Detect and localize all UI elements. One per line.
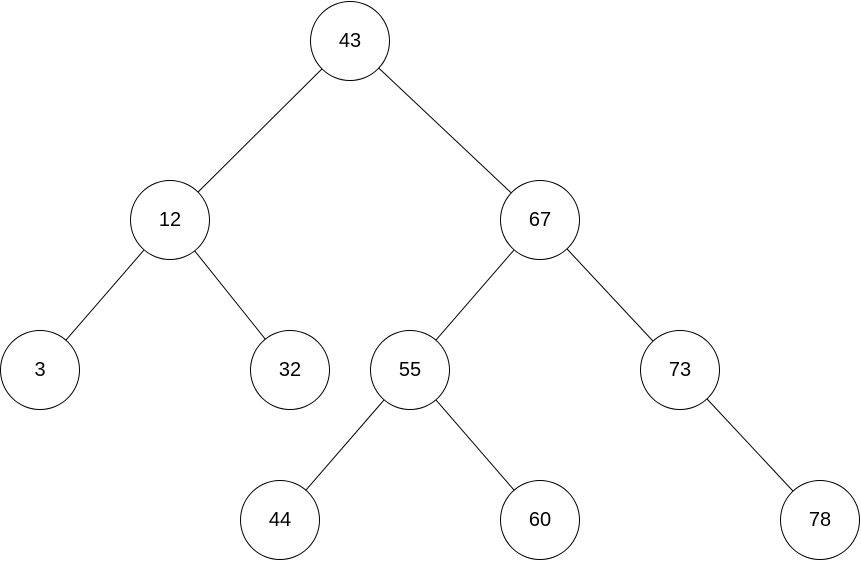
tree-node-12: 12	[130, 180, 210, 260]
node-label: 12	[159, 209, 181, 231]
node-circle	[640, 330, 720, 410]
node-label: 32	[279, 359, 301, 381]
tree-node-55: 55	[370, 330, 450, 410]
node-circle	[370, 330, 450, 410]
tree-node-32: 32	[250, 330, 330, 410]
tree-node-43: 43	[310, 1, 390, 81]
tree-node-60: 60	[500, 480, 580, 560]
edges	[65, 67, 794, 492]
node-circle	[500, 480, 580, 560]
edge-n55-n60	[435, 399, 515, 491]
node-label: 73	[669, 359, 691, 381]
node-label: 55	[399, 359, 421, 381]
edge-n55-n44	[305, 399, 385, 491]
node-label: 60	[529, 509, 551, 531]
edge-n43-n12	[197, 68, 323, 193]
tree-node-78: 78	[780, 480, 860, 560]
tree-node-44: 44	[240, 480, 320, 560]
tree-node-3: 3	[0, 330, 80, 410]
edge-n12-n32	[194, 250, 266, 340]
node-label: 67	[529, 209, 551, 231]
node-circle	[240, 480, 320, 560]
node-circle	[130, 180, 210, 260]
edge-n43-n67	[378, 67, 512, 194]
node-label: 3	[34, 359, 45, 381]
tree-node-73: 73	[640, 330, 720, 410]
edge-n67-n55	[435, 249, 515, 341]
node-label: 43	[339, 30, 361, 52]
node-circle	[500, 180, 580, 260]
edge-n73-n78	[706, 398, 794, 492]
edge-n67-n73	[566, 248, 654, 342]
edge-n12-n3	[65, 249, 145, 341]
node-circle	[0, 330, 80, 410]
tree-node-67: 67	[500, 180, 580, 260]
node-circle	[250, 330, 330, 410]
node-label: 44	[269, 509, 291, 531]
node-circle	[310, 1, 390, 81]
node-circle	[780, 480, 860, 560]
node-label: 78	[809, 509, 831, 531]
